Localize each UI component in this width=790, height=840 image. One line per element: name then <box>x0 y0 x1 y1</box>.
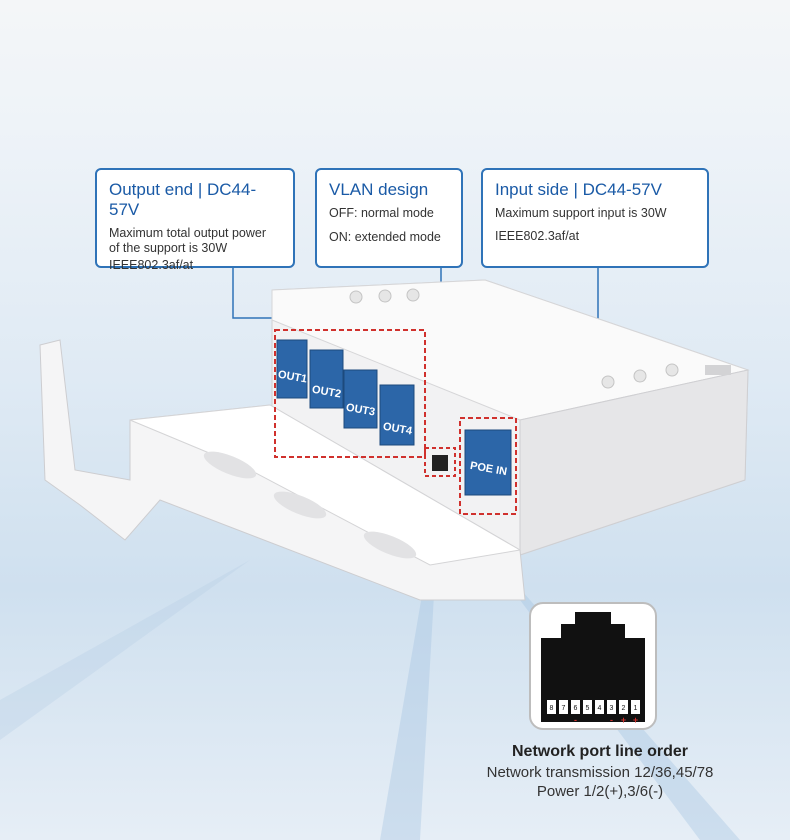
rj45-pin-number: 5 <box>586 705 590 712</box>
port-info-line1: Network transmission 12/36,45/78 <box>486 764 714 781</box>
port-out3-label: OUT3 <box>345 402 376 419</box>
rj45-pin <box>619 700 628 714</box>
rj45-socket-icon: 8 7 6 - 5 4 3 - 2 +1 + <box>541 612 645 725</box>
port-info-line2: Power 1/2(+),3/6(-) <box>536 783 664 800</box>
rj45-pin <box>571 700 580 714</box>
port-poe-in[interactable]: POE IN <box>464 429 512 496</box>
vlan-design-callout: VLAN design OFF: normal mode ON: extende… <box>315 168 463 268</box>
output-end-line: of the support is 30W <box>109 241 228 255</box>
vlan-design-title: VLAN design <box>329 180 429 199</box>
rj45-pin <box>607 700 616 714</box>
output-end-title: Output end | DC44-57V <box>109 180 257 219</box>
mounting-bracket <box>39 339 526 601</box>
rj45-pin <box>595 700 604 714</box>
port-info-title: Network port line order <box>511 743 689 760</box>
port-out1[interactable]: OUT1 <box>276 339 308 399</box>
output-end-callout: Output end | DC44-57V Maximum total outp… <box>95 168 295 272</box>
vlan-off-line: OFF: normal mode <box>329 206 434 220</box>
port-out3[interactable]: OUT3 <box>343 369 378 429</box>
vlan-switch[interactable] <box>432 455 448 471</box>
rj45-pin-number: 7 <box>562 705 566 712</box>
rj45-pin <box>547 700 556 714</box>
input-port-highlight <box>459 417 517 515</box>
output-end-line: Maximum total output power <box>109 226 267 240</box>
rj45-diagram: 8 7 6 - 5 4 3 - 2 +1 + <box>529 602 657 730</box>
port-out4-label: OUT4 <box>382 421 414 438</box>
rj45-pin-polarity: + <box>621 715 626 725</box>
port-out1-label: OUT1 <box>277 369 308 386</box>
rj45-pin-number: 8 <box>550 705 554 712</box>
port-out2-label: OUT2 <box>311 384 342 401</box>
input-side-title: Input side | DC44-57V <box>495 180 662 199</box>
input-side-callout: Input side | DC44-57V Maximum support in… <box>481 168 709 268</box>
vlan-on-line: ON: extended mode <box>329 230 441 244</box>
rj45-pin <box>559 700 568 714</box>
output-end-line: IEEE802.3af/at <box>109 258 194 272</box>
rj45-pin <box>583 700 592 714</box>
rj45-pin-number: 6 <box>574 705 578 712</box>
rj45-pins: 8 7 6 - 5 4 3 - 2 +1 + <box>547 700 640 725</box>
rj45-pin-number: 2 <box>622 705 626 712</box>
rj45-pin-polarity: - <box>574 715 577 725</box>
rj45-pin-number: 1 <box>634 705 638 712</box>
rj45-pin <box>631 700 640 714</box>
rj45-pin-polarity: - <box>610 715 613 725</box>
vlan-switch-highlight <box>424 447 456 477</box>
input-side-line: Maximum support input is 30W <box>495 206 667 220</box>
rj45-pin-polarity: + <box>633 715 638 725</box>
output-ports-highlight <box>274 329 426 458</box>
input-side-line: IEEE802.3af/at <box>495 229 580 243</box>
port-out4[interactable]: OUT4 <box>379 384 415 446</box>
port-out2[interactable]: OUT2 <box>309 349 344 409</box>
rj45-pin-number: 3 <box>610 705 614 712</box>
rj45-pin-number: 4 <box>598 705 602 712</box>
